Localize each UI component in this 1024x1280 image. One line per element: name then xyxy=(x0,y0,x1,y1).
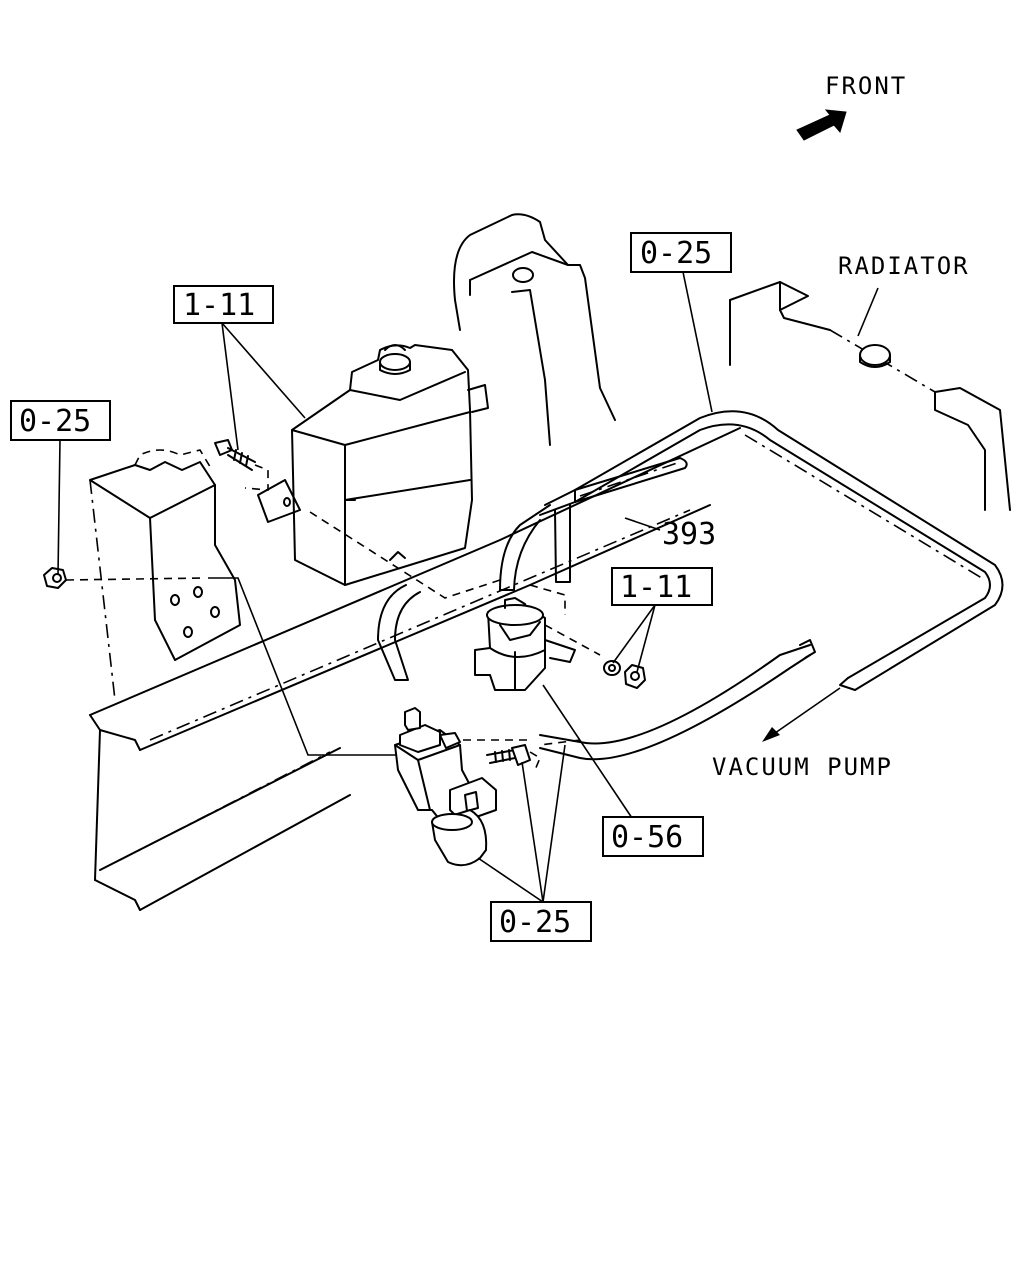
vacuum-line-drawing xyxy=(377,410,1004,761)
callout-box-0-25-top xyxy=(630,232,732,273)
part-number-393: 393 xyxy=(662,517,716,552)
nut-right-icon xyxy=(603,660,646,689)
callout-box-1-11-right xyxy=(611,567,713,606)
callout-box-0-25-left xyxy=(10,400,111,441)
vacuum-pump-label: VACUUM PUMP xyxy=(712,753,893,781)
bolt-left-icon xyxy=(214,439,256,471)
nut-left-icon xyxy=(43,567,67,589)
callout-0-25-left: 0-25 xyxy=(19,404,91,439)
front-arrow-icon xyxy=(796,109,847,141)
callout-box-0-56 xyxy=(602,816,704,857)
callout-0-25-top: 0-25 xyxy=(640,236,712,271)
solenoid-valve-drawing xyxy=(394,707,497,867)
callout-0-56: 0-56 xyxy=(611,820,683,855)
front-label: FRONT xyxy=(825,72,907,100)
radiator-label: RADIATOR xyxy=(838,252,970,280)
callout-1-11-right: 1-11 xyxy=(620,570,692,605)
callout-0-25-bottom: 0-25 xyxy=(499,905,571,940)
callout-box-1-11-left xyxy=(173,285,274,324)
vsv-valve-drawing xyxy=(474,597,576,691)
callout-box-0-25-bottom xyxy=(490,901,592,942)
bolt-lower-icon xyxy=(486,744,531,766)
leader-lines xyxy=(57,271,713,903)
frame-drawing xyxy=(89,213,741,911)
callout-1-11-left: 1-11 xyxy=(183,288,255,323)
reservoir-tank-drawing xyxy=(257,344,489,586)
radiator-drawing xyxy=(729,281,1011,511)
